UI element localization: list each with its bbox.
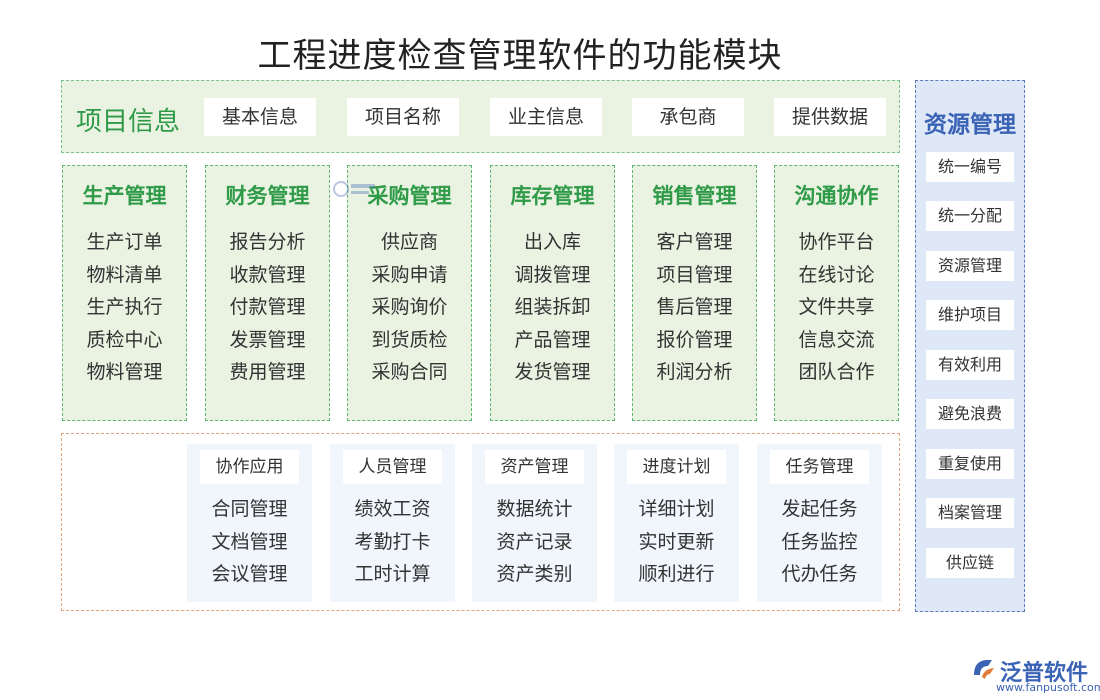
fanpu-logo-icon (974, 660, 994, 679)
module-item: 付款管理 (229, 296, 306, 318)
resource-panel: 资源管理 统一编号 统一分配 资源管理 维护项目 有效利用 避免浪费 重复使用 … (915, 80, 1025, 612)
card-personnel: 人员管理 绩效工资 考勤打卡 工时计算 (330, 444, 455, 602)
resource-item: 资源管理 (926, 251, 1014, 281)
card-tasks: 任务管理 发起任务 任务监控 代办任务 (757, 444, 882, 602)
resource-item: 重复使用 (926, 449, 1014, 479)
module-item: 收款管理 (229, 263, 306, 286)
module-item: 出入库 (523, 231, 581, 253)
card-item: 详细计划 (638, 498, 715, 520)
module-item: 项目管理 (656, 263, 733, 286)
module-item: 质检中心 (86, 328, 163, 351)
resource-item: 维护项目 (926, 300, 1014, 330)
resource-item: 统一编号 (926, 152, 1014, 182)
module-item: 采购合同 (371, 361, 448, 383)
module-item: 售后管理 (656, 296, 733, 318)
module-sales: 销售管理 客户管理 项目管理 售后管理 报价管理 利润分析 (632, 165, 757, 421)
module-collaboration: 沟通协作 协作平台 在线讨论 文件共享 信息交流 团队合作 (774, 165, 899, 421)
card-item: 资产记录 (496, 530, 573, 553)
brand-url: www.fanpusoft.com (996, 681, 1100, 694)
card-title: 人员管理 (343, 450, 442, 484)
module-item: 在线讨论 (798, 263, 875, 286)
module-item: 发货管理 (514, 361, 591, 383)
card-title: 进度计划 (627, 450, 726, 484)
module-item: 生产执行 (86, 296, 163, 318)
project-info-band: 项目信息 基本信息 项目名称 业主信息 承包商 提供数据 (61, 80, 900, 153)
module-item: 报价管理 (656, 328, 733, 351)
card-item: 发起任务 (781, 498, 858, 520)
module-item: 团队合作 (798, 361, 875, 383)
card-item: 顺利进行 (638, 563, 715, 585)
resource-item: 避免浪费 (926, 399, 1014, 429)
module-title: 沟通协作 (794, 183, 879, 208)
card-assets: 资产管理 数据统计 资产记录 资产类别 (472, 444, 597, 602)
module-title: 生产管理 (82, 183, 167, 208)
resource-item: 供应链 (926, 548, 1014, 578)
resource-item: 统一分配 (926, 201, 1014, 231)
module-item: 客户管理 (656, 231, 733, 253)
module-item: 到货质检 (371, 328, 448, 351)
resource-item: 有效利用 (926, 350, 1014, 380)
module-item: 采购申请 (371, 263, 448, 286)
module-finance: 财务管理 报告分析 收款管理 付款管理 发票管理 费用管理 (205, 165, 330, 421)
card-title: 任务管理 (770, 450, 869, 484)
module-title: 采购管理 (367, 183, 452, 208)
module-procurement: 采购管理 供应商 采购申请 采购询价 到货质检 采购合同 (347, 165, 472, 421)
module-item: 产品管理 (514, 328, 591, 351)
card-item: 资产类别 (496, 563, 573, 585)
module-item: 费用管理 (229, 361, 306, 383)
module-item: 信息交流 (798, 328, 875, 351)
card-item: 合同管理 (211, 498, 288, 520)
card-item: 代办任务 (781, 563, 858, 585)
project-info-item-data: 提供数据 (774, 98, 886, 136)
card-item: 考勤打卡 (354, 530, 431, 553)
card-item: 工时计算 (354, 563, 431, 585)
module-item: 供应商 (380, 231, 438, 253)
card-item: 会议管理 (211, 563, 288, 585)
card-schedule: 进度计划 详细计划 实时更新 顺利进行 (614, 444, 739, 602)
module-item: 协作平台 (798, 231, 875, 253)
module-item: 物料清单 (86, 263, 163, 286)
module-item: 报告分析 (229, 231, 306, 253)
resource-title: 资源管理 (924, 111, 1016, 138)
card-item: 绩效工资 (354, 498, 431, 520)
card-item: 数据统计 (496, 498, 573, 520)
resource-item: 档案管理 (926, 498, 1014, 528)
project-info-label: 项目信息 (76, 107, 181, 137)
project-info-item-basic: 基本信息 (204, 98, 316, 136)
module-item: 调拨管理 (514, 263, 591, 286)
brand-name: 泛普软件 (1000, 661, 1089, 686)
module-title: 库存管理 (510, 183, 595, 208)
module-title: 销售管理 (652, 183, 737, 208)
module-item: 利润分析 (656, 361, 733, 383)
card-item: 实时更新 (638, 530, 715, 553)
project-info-item-contractor: 承包商 (632, 98, 744, 136)
module-item: 采购询价 (371, 296, 448, 318)
watermark-logo-icon (333, 181, 375, 197)
page-title: 工程进度检查管理软件的功能模块 (257, 36, 783, 76)
module-item: 发票管理 (229, 328, 306, 351)
module-item: 物料管理 (86, 361, 163, 383)
module-item: 文件共享 (798, 296, 875, 318)
card-item: 文档管理 (211, 530, 288, 553)
card-title: 资产管理 (485, 450, 584, 484)
module-item: 组装拆卸 (514, 296, 591, 318)
module-inventory: 库存管理 出入库 调拨管理 组装拆卸 产品管理 发货管理 (490, 165, 615, 421)
card-item: 任务监控 (781, 530, 858, 553)
project-info-item-owner: 业主信息 (490, 98, 602, 136)
module-title: 财务管理 (225, 183, 310, 208)
card-collab-app: 协作应用 合同管理 文档管理 会议管理 (187, 444, 312, 602)
module-item: 生产订单 (86, 231, 163, 253)
card-title: 协作应用 (200, 450, 299, 484)
module-production: 生产管理 生产订单 物料清单 生产执行 质检中心 物料管理 (62, 165, 187, 421)
project-info-item-name: 项目名称 (347, 98, 459, 136)
